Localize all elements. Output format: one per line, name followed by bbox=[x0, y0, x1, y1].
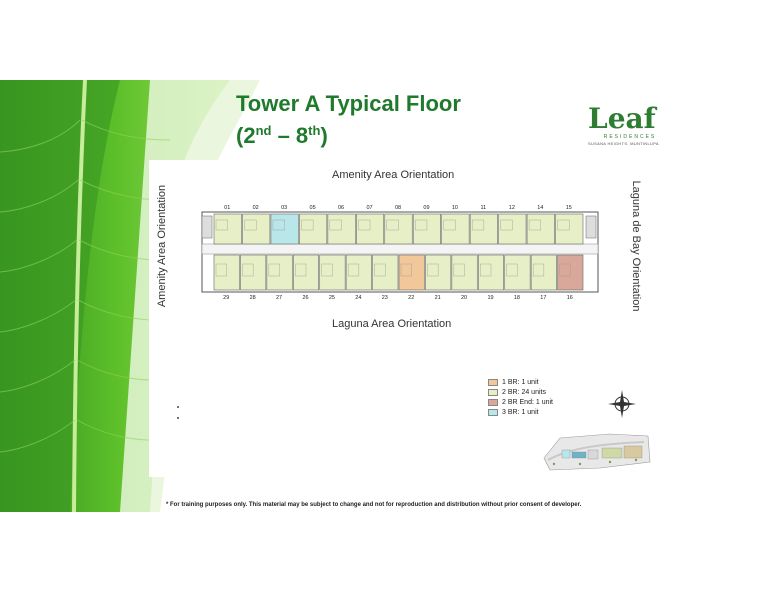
room-outline bbox=[272, 219, 285, 231]
orientation-right-label: Laguna de Bay Orientation bbox=[630, 180, 642, 312]
legend-item: 1 BR: 1 unit bbox=[488, 377, 553, 387]
legend-swatch bbox=[488, 388, 498, 396]
unit-label-27: 27 bbox=[276, 295, 282, 301]
unit-label-08: 08 bbox=[395, 205, 401, 211]
room-outline bbox=[400, 263, 412, 277]
page-title: Tower A Typical Floor (2nd – 8th) bbox=[236, 90, 461, 149]
room-outline bbox=[528, 219, 542, 231]
logo-subtitle: RESIDENCES bbox=[603, 134, 657, 140]
legend-label: 2 BR: 24 units bbox=[502, 388, 546, 396]
disclaimer-footnote: * For training purposes only. This mater… bbox=[166, 502, 582, 508]
room-outline bbox=[268, 263, 280, 277]
room-outline bbox=[301, 219, 314, 231]
unit-label-24: 24 bbox=[355, 295, 361, 301]
site-map-thumbnail bbox=[543, 433, 651, 471]
unit-label-26: 26 bbox=[302, 295, 308, 301]
unit-label-02: 02 bbox=[253, 205, 259, 211]
room-outline bbox=[427, 263, 439, 277]
unit-label-18: 18 bbox=[514, 295, 520, 301]
unit-label-06: 06 bbox=[338, 205, 344, 211]
legend-swatch bbox=[488, 408, 498, 416]
unit-label-12: 12 bbox=[509, 205, 515, 211]
logo-word: Leaf bbox=[588, 102, 656, 135]
title-part: ) bbox=[320, 123, 328, 148]
room-outline bbox=[244, 219, 257, 231]
unit-label-03: 03 bbox=[281, 205, 287, 211]
title-superscript: th bbox=[308, 123, 321, 138]
unit-label-22: 22 bbox=[408, 295, 414, 301]
legend-swatch bbox=[488, 378, 498, 386]
room-outline bbox=[415, 219, 428, 231]
unit-label-20: 20 bbox=[461, 295, 467, 301]
orientation-top-label: Amenity Area Orientation bbox=[332, 169, 455, 181]
legend-item: 2 BR End: 1 unit bbox=[488, 397, 553, 407]
unit-label-29: 29 bbox=[223, 295, 229, 301]
room-outline bbox=[215, 263, 227, 277]
orientation-bottom-label: Laguna Area Orientation bbox=[332, 318, 452, 330]
legend-item: 2 BR: 24 units bbox=[488, 387, 553, 397]
title-part: – 8 bbox=[271, 123, 309, 148]
unit-label-09: 09 bbox=[423, 205, 429, 211]
unit-label-10: 10 bbox=[452, 205, 458, 211]
legend-label: 2 BR End: 1 unit bbox=[502, 398, 553, 406]
floor-plan: 01 02 03 05 06 07 08 09 10 11 12 14 15 29 28 27 26 25 24 2… bbox=[201, 205, 599, 301]
room-outline bbox=[329, 219, 342, 231]
leaf-residences-logo: Leaf RESIDENCES SUSANA HEIGHTS, MUNTINLU… bbox=[588, 104, 668, 150]
room-outline bbox=[386, 219, 399, 231]
unit-07 bbox=[356, 213, 385, 245]
room-outline bbox=[471, 219, 485, 231]
room-outline bbox=[506, 263, 518, 277]
unit-label-17: 17 bbox=[540, 295, 546, 301]
room-outline bbox=[559, 263, 571, 277]
room-outline bbox=[347, 263, 360, 277]
room-outline bbox=[242, 263, 254, 277]
room-outline bbox=[532, 263, 545, 277]
unit-label-23: 23 bbox=[382, 295, 388, 301]
legend-swatch bbox=[488, 398, 498, 406]
logo-location: SUSANA HEIGHTS, MUNTINLUPA bbox=[588, 141, 659, 146]
room-outline bbox=[443, 219, 456, 231]
orientation-left-label: Amenity Area Orientation bbox=[156, 184, 168, 308]
room-outline bbox=[321, 263, 333, 277]
north-compass-icon bbox=[608, 390, 636, 418]
room-outline bbox=[500, 219, 513, 231]
unit-label-28: 28 bbox=[250, 295, 256, 301]
title-part: (2 bbox=[236, 123, 256, 148]
unit-label-11: 11 bbox=[481, 205, 487, 211]
title-line-2: (2nd – 8th) bbox=[236, 117, 461, 149]
unit-label-16: 16 bbox=[567, 295, 573, 301]
room-outline bbox=[480, 263, 492, 277]
legend-item: 3 BR: 1 unit bbox=[488, 407, 553, 417]
unit-label-25: 25 bbox=[329, 295, 335, 301]
legend-label: 1 BR: 1 unit bbox=[502, 378, 539, 386]
room-outline bbox=[295, 263, 307, 277]
title-line-1: Tower A Typical Floor bbox=[236, 91, 461, 116]
floor-plan-panel: Amenity Area Orientation Amenity Area Or… bbox=[149, 160, 648, 477]
title-superscript: nd bbox=[255, 123, 272, 138]
unit-label-14: 14 bbox=[537, 205, 543, 211]
legend-label: 3 BR: 1 unit bbox=[502, 408, 539, 416]
unit-label-05: 05 bbox=[310, 205, 316, 211]
room-outline bbox=[557, 219, 570, 231]
room-outline bbox=[453, 263, 465, 277]
room-outline bbox=[358, 219, 371, 231]
unit-label-07: 07 bbox=[366, 205, 372, 211]
unit-label-21: 21 bbox=[435, 295, 441, 301]
unit-label-15: 15 bbox=[566, 205, 572, 211]
marker-dot bbox=[177, 406, 179, 408]
unit-label-19: 19 bbox=[487, 295, 493, 301]
room-outline bbox=[215, 219, 228, 231]
unit-label-01: 01 bbox=[224, 205, 230, 211]
marker-dot bbox=[177, 417, 179, 419]
unit-legend: 1 BR: 1 unit 2 BR: 24 units 2 BR End: 1 un… bbox=[488, 377, 553, 417]
room-outline bbox=[374, 263, 386, 277]
